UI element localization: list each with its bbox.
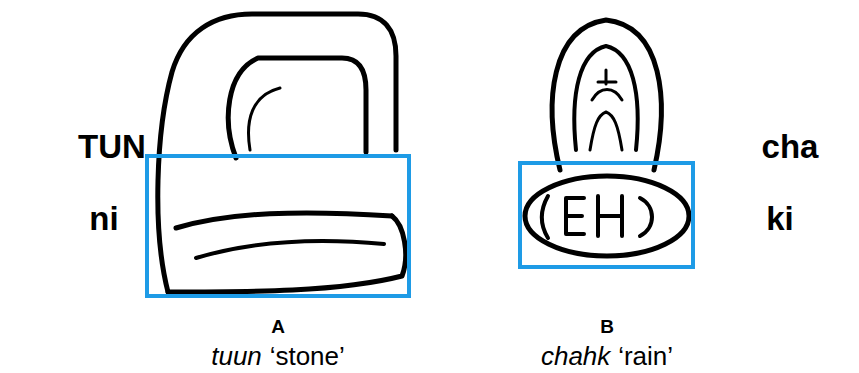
tun-inner-scroll bbox=[228, 58, 366, 158]
sign-reading: ki bbox=[766, 202, 794, 235]
maya-word: tuun bbox=[211, 342, 262, 372]
ni-line bbox=[196, 241, 384, 258]
cha-inner bbox=[574, 46, 637, 150]
sign-reading: cha bbox=[762, 130, 819, 163]
highlight-box bbox=[147, 156, 409, 296]
cha-detail bbox=[592, 70, 622, 100]
panel-letter: B bbox=[600, 317, 614, 336]
gloss-caption: chahk ‘rain’ bbox=[541, 342, 673, 372]
tun-outline bbox=[158, 14, 396, 292]
gloss: ‘stone’ bbox=[270, 342, 345, 372]
ki-sign bbox=[542, 196, 652, 238]
sign-reading: ni bbox=[89, 202, 118, 235]
gloss-caption: tuun ‘stone’ bbox=[211, 342, 345, 372]
ki-oval bbox=[525, 176, 689, 256]
ni-line bbox=[176, 213, 392, 228]
tun-inner-curve bbox=[249, 88, 280, 150]
sign-reading: TUN bbox=[78, 130, 146, 163]
maya-word: chahk bbox=[541, 342, 610, 372]
panel-letter: A bbox=[271, 317, 285, 336]
tun-edge bbox=[395, 60, 398, 150]
highlight-box bbox=[520, 163, 693, 267]
cha-outline bbox=[552, 20, 661, 170]
cha-detail bbox=[590, 112, 622, 150]
ni-line bbox=[168, 216, 406, 292]
gloss: ‘rain’ bbox=[618, 342, 673, 372]
